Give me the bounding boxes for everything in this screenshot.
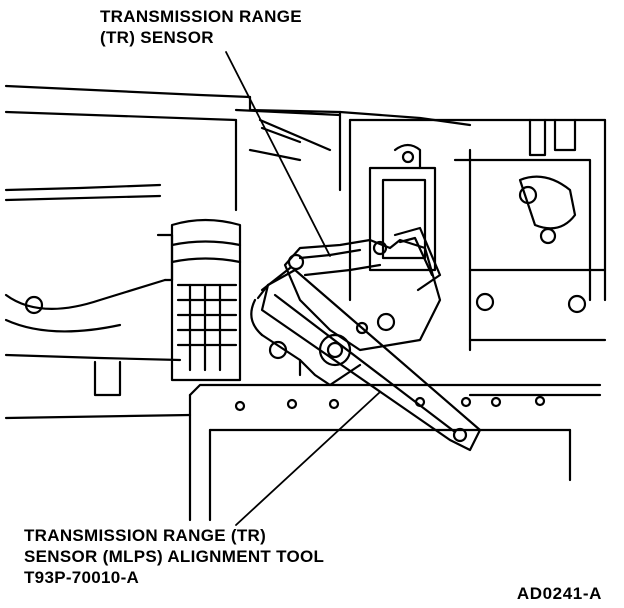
alignment-tool bbox=[250, 268, 482, 452]
tr-sensor-label-line-2: (TR) SENSOR bbox=[100, 28, 214, 47]
upper-body-outline bbox=[4, 84, 472, 212]
tr-sensor-label-line-1: TRANSMISSION RANGE bbox=[100, 7, 302, 26]
alignment-tool-label: TRANSMISSION RANGE (TR) SENSOR (MLPS) AL… bbox=[24, 525, 324, 588]
tr-sensor-label: TRANSMISSION RANGE (TR) SENSOR bbox=[100, 6, 302, 48]
solenoid-assembly bbox=[156, 218, 242, 382]
alignment-tool-label-line-3: T93P-70010-A bbox=[24, 568, 140, 587]
alignment-tool-label-line-2: SENSOR (MLPS) ALIGNMENT TOOL bbox=[24, 547, 325, 566]
transmission-case bbox=[348, 118, 607, 352]
leader-lines bbox=[225, 51, 381, 526]
figure-id: AD0241-A bbox=[516, 584, 602, 603]
alignment-tool-label-line-1: TRANSMISSION RANGE (TR) bbox=[24, 526, 267, 545]
